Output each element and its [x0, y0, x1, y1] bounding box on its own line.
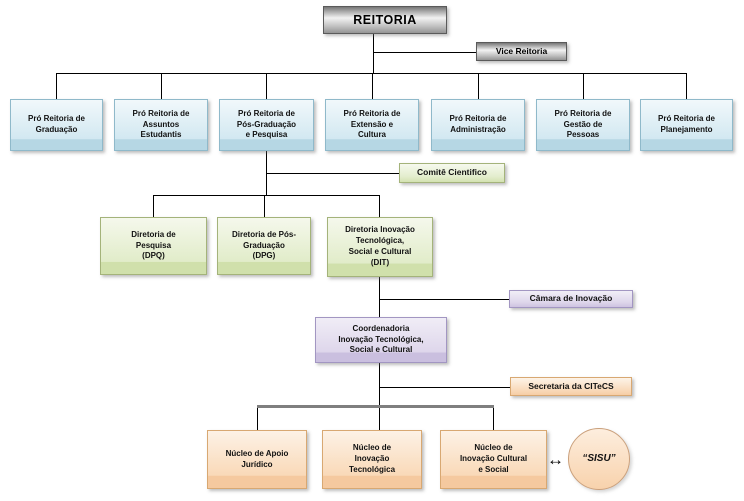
node-camara-inovacao: Câmara de Inovação — [509, 290, 633, 308]
node-comite-cientifico: Comitê Cientifico — [399, 163, 505, 183]
connector-line — [372, 73, 373, 99]
node-pro-reitoria-assuntos-estudantis: Pró Reitoria de Assuntos Estudantis — [114, 99, 208, 151]
node-nucleo-inovacao-tecnologica: Núcleo de Inovação Tecnológica — [322, 430, 422, 489]
connector-line — [478, 73, 479, 99]
node-diretoria-pos-graduacao-dpg: Diretoria de Pós- Graduação (DPG) — [217, 217, 311, 275]
connector-line — [56, 73, 57, 99]
connector-line — [686, 73, 687, 99]
node-nucleo-inovacao-cultural-social: Núcleo de Inovação Cultural e Social — [440, 430, 547, 489]
connector-line — [379, 363, 380, 430]
connector-line — [379, 277, 380, 317]
node-pro-reitoria-administracao: Pró Reitoria de Administração — [431, 99, 525, 151]
connector-line — [373, 34, 374, 73]
node-pro-reitoria-planejamento: Pró Reitoria de Planejamento — [640, 99, 733, 151]
connector-line — [379, 387, 510, 388]
connector-line — [153, 195, 380, 196]
node-sisu: “SISU” — [568, 428, 630, 490]
node-pro-reitoria-pos-graduacao-pesquisa: Pró Reitoria de Pós-Graduação e Pesquisa — [219, 99, 314, 151]
connector-line — [56, 73, 687, 74]
connector-line — [583, 73, 584, 99]
node-pro-reitoria-gestao-pessoas: Pró Reitoria de Gestão de Pessoas — [536, 99, 630, 151]
connector-line — [493, 408, 494, 430]
node-coordenadoria-citecs: Coordenadoria Inovação Tecnológica, Soci… — [315, 317, 447, 363]
node-nucleo-apoio-juridico: Núcleo de Apoio Jurídico — [207, 430, 307, 489]
connector-line — [266, 173, 399, 174]
connector-line — [379, 195, 380, 217]
connector-line — [379, 299, 509, 300]
node-pro-reitoria-graduacao: Pró Reitoria de Graduação — [10, 99, 103, 151]
double-arrow-icon: ↔ — [547, 450, 564, 469]
node-vice-reitoria: Vice Reitoria — [476, 42, 567, 61]
connector-line-gray — [257, 405, 494, 408]
node-pro-reitoria-extensao-cultura: Pró Reitoria de Extensão e Cultura — [325, 99, 419, 151]
connector-line — [153, 195, 154, 217]
connector-line — [264, 195, 265, 217]
node-secretaria-citecs: Secretaria da CITeCS — [510, 377, 632, 396]
node-diretoria-inovacao-dit: Diretoria Inovação Tecnológica, Social e… — [327, 217, 433, 277]
node-diretoria-pesquisa-dpq: Diretoria de Pesquisa (DPQ) — [100, 217, 207, 275]
connector-line — [257, 408, 258, 430]
connector-line — [373, 52, 476, 53]
connector-line — [161, 73, 162, 99]
node-reitoria: REITORIA — [323, 6, 447, 34]
connector-line — [266, 73, 267, 99]
